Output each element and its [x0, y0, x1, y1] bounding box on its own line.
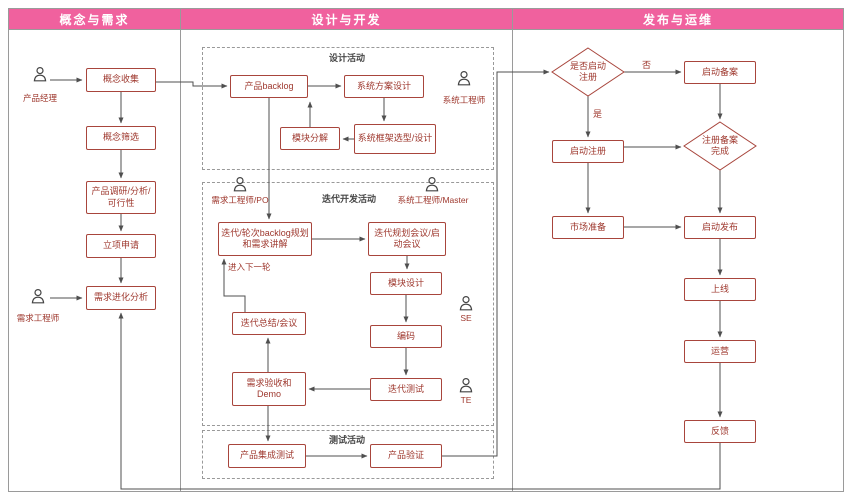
- decision-registration-done: 注册备案完成: [701, 135, 738, 156]
- lane-design-header: 设计与开发: [181, 9, 512, 30]
- node-coding: 编码: [370, 325, 442, 348]
- node-feedback: 反馈: [684, 420, 756, 443]
- se-icon: [458, 295, 474, 311]
- node-start-filing: 启动备案: [684, 61, 756, 84]
- po-icon: [232, 176, 248, 192]
- next-round-label: 进入下一轮: [228, 262, 271, 272]
- node-market-preparation: 市场准备: [552, 216, 624, 239]
- node-product-verification: 产品验证: [370, 444, 442, 468]
- node-concept-collection: 概念收集: [86, 68, 156, 92]
- node-system-solution-design: 系统方案设计: [344, 75, 424, 98]
- requirement-engineer-icon: [30, 288, 46, 304]
- node-module-decomposition: 模块分解: [280, 127, 340, 150]
- se-label: SE: [460, 313, 472, 323]
- node-concept-screening: 概念筛选: [86, 126, 156, 150]
- yes-label: 是: [593, 109, 603, 119]
- group-iteration-activity-label: 迭代开发活动: [321, 194, 376, 204]
- product-manager-icon: [32, 66, 48, 82]
- node-operation: 运营: [684, 340, 756, 363]
- requirement-engineer-label: 需求工程师: [16, 313, 60, 323]
- node-iteration-summary: 迭代总结/会议: [232, 312, 306, 335]
- lane-release-header: 发布与运维: [513, 9, 843, 30]
- node-start-release: 启动发布: [684, 216, 756, 239]
- node-product-backlog: 产品backlog: [230, 75, 308, 98]
- product-manager-label: 产品经理: [22, 93, 57, 103]
- system-engineer-label: 系统工程师: [442, 95, 486, 105]
- node-iteration-planning: 迭代规划会议/启动会议: [368, 222, 446, 256]
- system-engineer-icon: [456, 70, 472, 86]
- lane-concept-header: 概念与需求: [9, 9, 180, 30]
- group-test-activity-label: 测试活动: [328, 435, 365, 445]
- te-icon: [458, 377, 474, 393]
- node-module-design: 模块设计: [370, 272, 442, 295]
- master-icon: [424, 176, 440, 192]
- node-acceptance-demo: 需求验收和Demo: [232, 372, 306, 406]
- group-design-activity: [202, 47, 494, 170]
- no-label: 否: [642, 60, 652, 70]
- node-requirement-evolution: 需求进化分析: [86, 286, 156, 310]
- te-label: TE: [460, 395, 472, 405]
- node-iteration-test: 迭代测试: [370, 378, 442, 401]
- node-project-application: 立项申请: [86, 234, 156, 258]
- node-product-research: 产品调研/分析/可行性: [86, 181, 156, 214]
- node-iteration-backlog: 迭代/轮次backlog规划和需求讲解: [218, 222, 312, 256]
- lane-release: 发布与运维: [512, 8, 844, 492]
- node-framework-design: 系统框架选型/设计: [354, 124, 436, 154]
- node-go-live: 上线: [684, 278, 756, 301]
- group-design-activity-label: 设计活动: [328, 53, 365, 63]
- master-label: 系统工程师/Master: [397, 195, 469, 205]
- decision-start-registration: 是否启动注册: [569, 61, 606, 82]
- node-integration-test: 产品集成测试: [228, 444, 306, 468]
- po-label: 需求工程师/PO: [211, 195, 269, 205]
- node-start-registration: 启动注册: [552, 140, 624, 163]
